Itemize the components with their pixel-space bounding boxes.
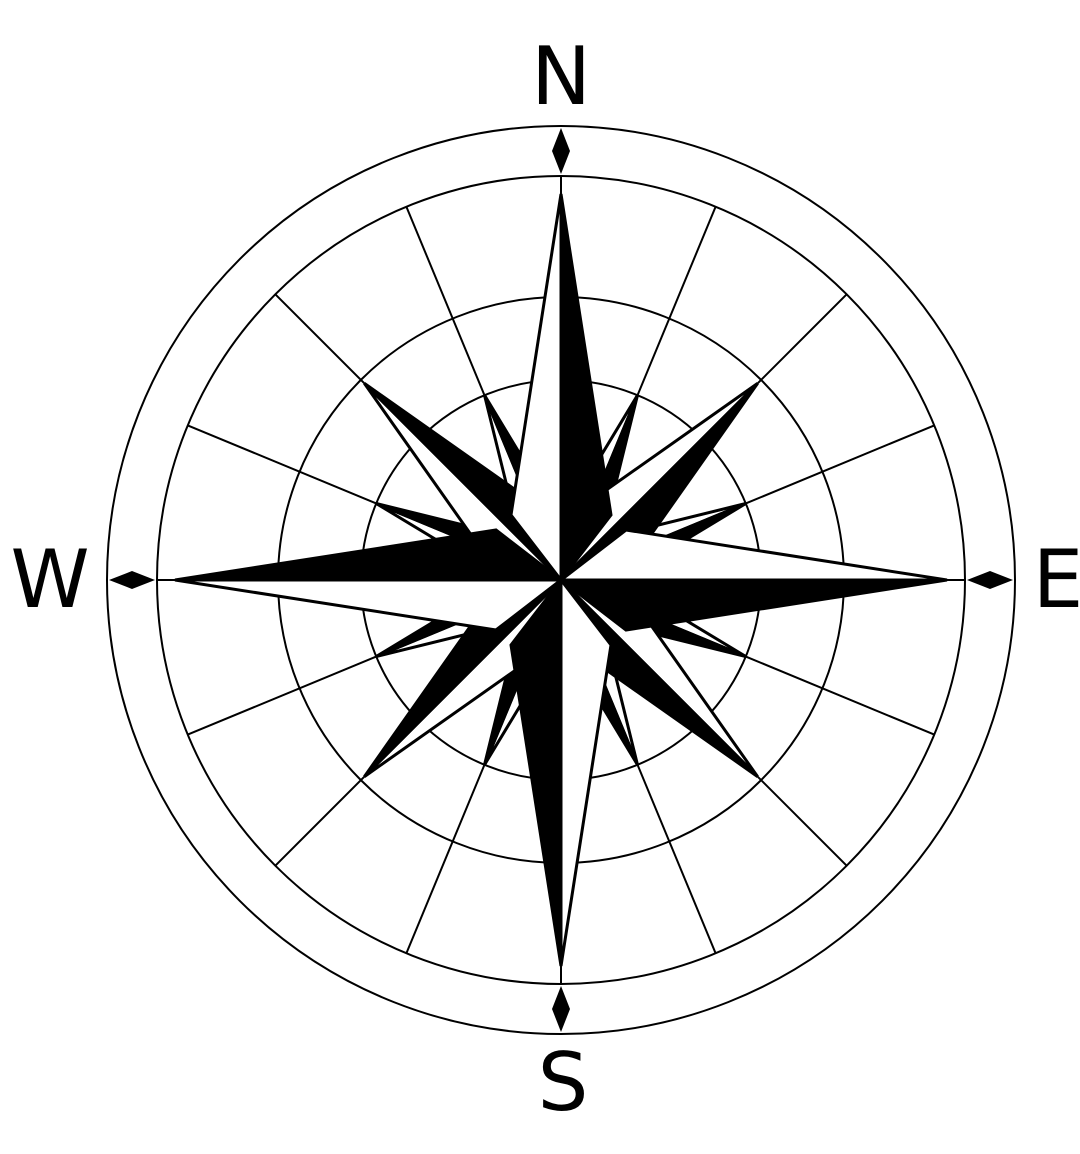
- cardinal-point-light-half: [509, 193, 563, 585]
- south-label: S: [538, 1036, 589, 1129]
- cardinal-point-light-half: [556, 528, 948, 582]
- outer-ring: [106, 125, 1016, 1035]
- north-marker: [552, 128, 570, 174]
- south-marker: [552, 986, 570, 1032]
- cardinal-point-light-half: [174, 578, 566, 632]
- cardinal-point-light-half: [559, 575, 613, 967]
- west-label: W: [10, 533, 89, 626]
- cardinal-point-dark-half: [509, 575, 563, 967]
- radial-line: [187, 655, 377, 736]
- radial-line: [405, 206, 486, 396]
- cardinal-point: [174, 528, 566, 632]
- radial-line: [745, 655, 935, 736]
- radial-line: [636, 764, 717, 954]
- cardinal-point-dark-half: [174, 528, 566, 582]
- north-label: N: [531, 30, 591, 123]
- east-marker: [967, 571, 1013, 589]
- cardinal-point-dark-half: [559, 193, 613, 585]
- cardinal-markers: [109, 128, 1013, 1032]
- compass-star: [174, 193, 948, 967]
- cardinal-point: [509, 193, 613, 585]
- east-label: E: [1033, 533, 1080, 626]
- cardinal-point-dark-half: [556, 578, 948, 632]
- west-marker: [109, 571, 155, 589]
- radial-line: [745, 424, 935, 505]
- radial-line: [405, 764, 486, 954]
- center-point: [557, 576, 565, 584]
- radial-line: [187, 424, 377, 505]
- cardinal-point: [509, 575, 613, 967]
- cardinal-point: [556, 528, 948, 632]
- radial-line: [636, 206, 717, 396]
